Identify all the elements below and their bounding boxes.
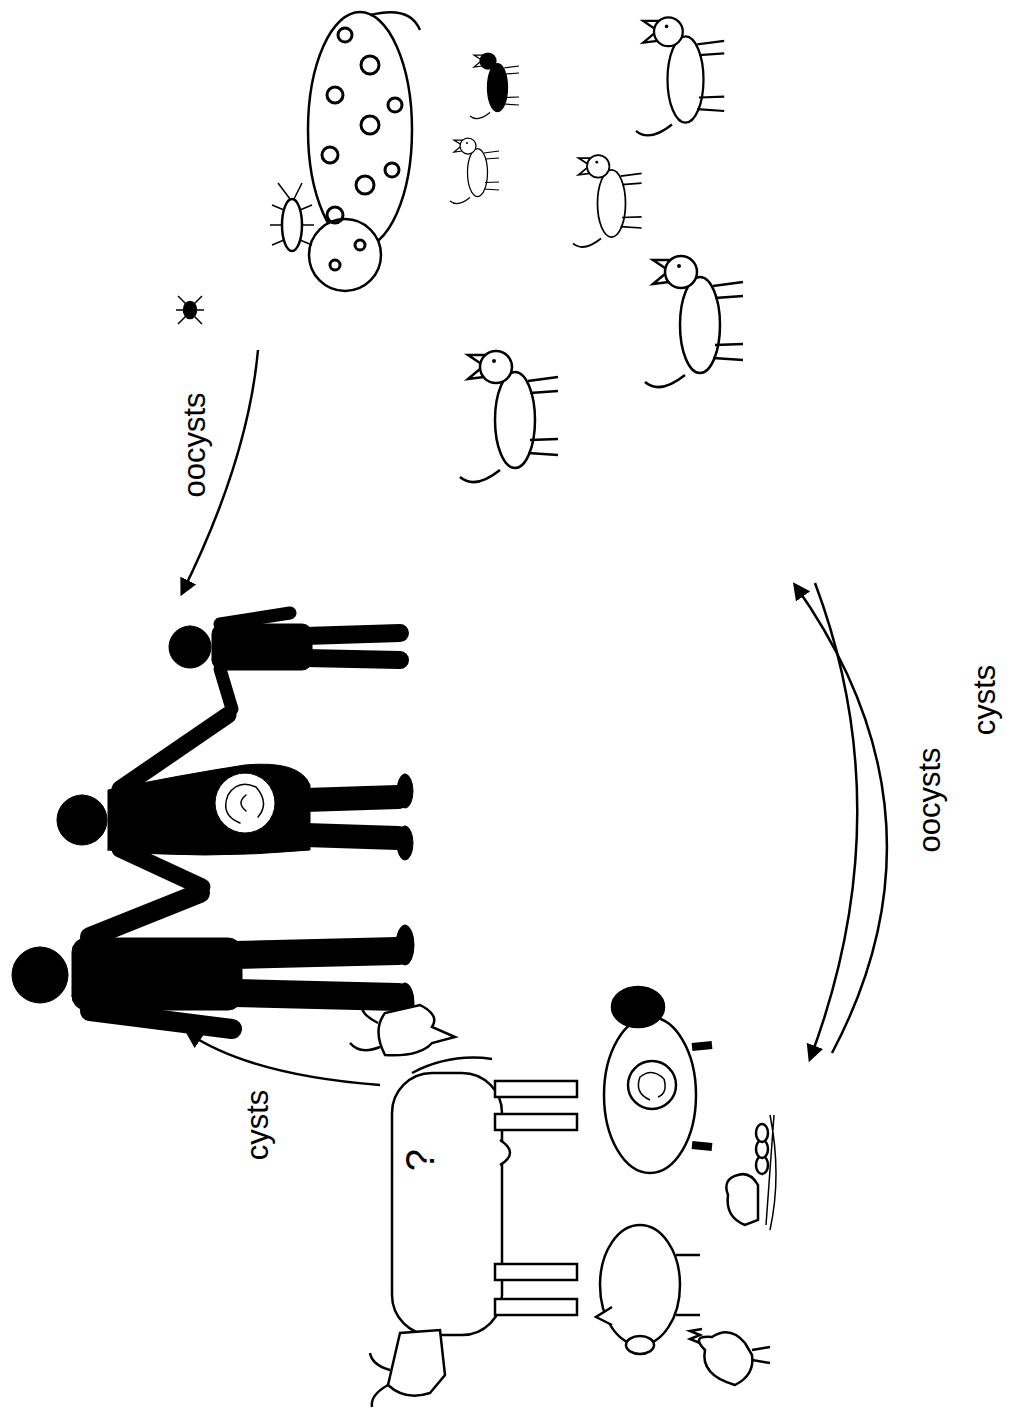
pig-leg (676, 1314, 700, 1317)
child-torso (212, 624, 312, 670)
flow-label: cysts (241, 1087, 275, 1164)
cow-head (388, 1330, 445, 1396)
cow-leg (495, 1264, 577, 1280)
child-leg (305, 658, 400, 660)
sheep-leg (692, 1145, 712, 1147)
transmission-arrows (182, 350, 887, 1085)
woman-arm (120, 715, 228, 789)
felid-group (176, 12, 743, 482)
cat (573, 155, 642, 247)
sheep-fetus-circle (628, 1061, 676, 1109)
woman-leg (305, 835, 398, 838)
black-cat (470, 53, 519, 119)
cat (460, 351, 558, 482)
pig-leg (676, 1254, 700, 1257)
question-mark: ? (398, 1146, 442, 1174)
pig-snout (626, 1336, 654, 1354)
arrow-livestock-to-humans (188, 1033, 380, 1085)
child-head (169, 626, 211, 668)
man-torso (72, 938, 242, 1010)
kitten (450, 138, 499, 204)
leopard-head (309, 219, 381, 291)
sheep-leg (692, 1045, 712, 1047)
pig-body (600, 1225, 680, 1345)
fetus (226, 784, 264, 823)
child-leg (305, 633, 400, 636)
goat-horn (350, 1001, 380, 1050)
nest-bird (726, 1174, 758, 1225)
man-foot (396, 925, 414, 965)
pig-ear (596, 1307, 612, 1325)
cow-udder (500, 1140, 510, 1165)
woman-head (57, 795, 107, 845)
leopard-body (308, 12, 412, 248)
woman-foot (397, 774, 413, 808)
cockroach (270, 183, 314, 251)
child-arm (220, 669, 232, 709)
cow-tail (412, 1058, 492, 1073)
arrow-felids-to-livestock (810, 583, 857, 1059)
fetus-circle (215, 773, 275, 833)
man-head (12, 947, 68, 1003)
nest (766, 1115, 776, 1230)
child-arm (220, 613, 290, 624)
rooster-comb (690, 1329, 770, 1363)
leopard-tail (370, 12, 420, 30)
rooster (699, 1332, 752, 1385)
sheep-head (612, 987, 664, 1027)
sheep-body (604, 1017, 696, 1173)
cow-leg (495, 1081, 577, 1097)
livestock-group (350, 987, 776, 1407)
cow-horn (370, 1353, 390, 1407)
man-arm (90, 1011, 232, 1029)
flow-label: oocysts (913, 744, 947, 855)
cow-body (392, 1073, 502, 1335)
cow-leg (495, 1114, 577, 1130)
cat (645, 256, 743, 387)
woman-leg (305, 797, 398, 800)
cat (636, 17, 724, 135)
woman-foot (397, 826, 413, 860)
egg (756, 1124, 768, 1142)
man-arm (90, 893, 200, 937)
flow-label: cysts (968, 662, 1002, 739)
tick (176, 296, 204, 324)
rotated-scene (12, 12, 887, 1407)
man-leg (235, 951, 398, 955)
woman-arm (120, 849, 202, 887)
flow-label: oocysts (178, 389, 212, 500)
arrow-livestock-to-felids (795, 585, 887, 1053)
goat-head (379, 1005, 456, 1055)
leopard-spots (322, 28, 402, 270)
cow-leg (495, 1299, 577, 1315)
human-family (12, 613, 414, 1029)
sheep-fetus (638, 1072, 665, 1100)
man-leg (235, 993, 398, 997)
